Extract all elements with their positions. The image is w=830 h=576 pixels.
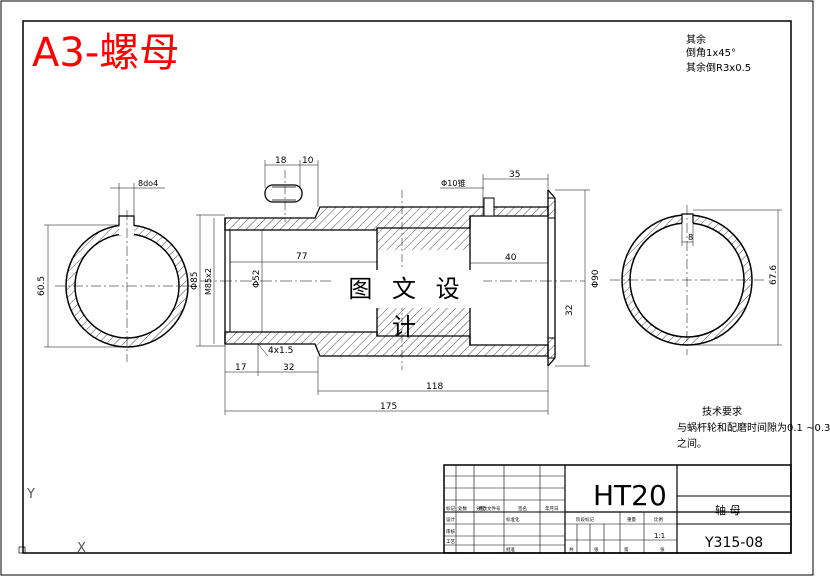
tb-label: 第 <box>624 546 629 553</box>
part-name: 轴 母 <box>715 503 741 517</box>
tb-label: 设计 <box>446 516 455 523</box>
dim-len-17: 17 <box>235 363 246 373</box>
dim-dia-52: Φ52 <box>252 269 262 288</box>
ucs-icon <box>18 546 26 554</box>
tb-label: 张 <box>660 546 665 553</box>
material: HT20 <box>593 479 667 512</box>
drawing-number: Y315-08 <box>704 535 763 551</box>
left-end-view <box>44 183 200 362</box>
main-section-view <box>196 160 590 415</box>
dim-dia-85: Φ85 <box>190 271 200 290</box>
dim-dia-90: Φ90 <box>591 269 601 288</box>
tb-label: 张 <box>594 546 599 553</box>
dim-right-depth: 67.6 <box>769 265 779 285</box>
dim-left-depth: 60.5 <box>37 276 47 296</box>
dim-len-32: 32 <box>283 363 294 373</box>
dim-groove: 4x1.5 <box>268 346 293 356</box>
drawing-title: A3-螺母 <box>32 30 180 76</box>
dim-len-32-right: 32 <box>565 305 575 316</box>
dim-thread: M85x2 <box>204 268 213 295</box>
tb-label: 标记 <box>446 505 455 512</box>
dim-slot-18: 18 <box>275 156 287 166</box>
scale: 1:1 <box>654 532 665 540</box>
dim-len-35: 35 <box>509 170 520 180</box>
tb-label: 年月日 <box>545 505 559 512</box>
right-end-view <box>610 205 782 355</box>
ucs-x-label: X <box>77 541 86 556</box>
tb-label: 分区 <box>476 505 485 512</box>
tb-label: 审核 <box>446 528 455 535</box>
tech-req-line1: 与蜗杆轮和配磨时间隙为0.1 ~0.3 <box>677 423 830 434</box>
inner-border <box>22 20 792 554</box>
dim-len-77: 77 <box>296 252 307 262</box>
title-block <box>443 464 792 554</box>
tech-req-heading: 技术要求 <box>702 407 742 418</box>
note-chamfer: 倒角1x45° <box>686 48 737 59</box>
tb-label: 阶段标记 <box>576 516 594 523</box>
tech-req-line2: 之间。 <box>677 439 707 450</box>
tb-label: 共 <box>569 546 574 553</box>
tb-label: 重量 <box>627 516 636 523</box>
tb-label: 处数 <box>458 505 467 512</box>
note-heading: 其余 <box>686 35 706 46</box>
tb-label: 批准 <box>506 546 515 553</box>
dim-len-118: 118 <box>426 382 443 392</box>
dim-dia-10: Φ10锥 <box>441 178 465 188</box>
dim-keyway-left: 8do4 <box>138 179 158 188</box>
ucs-y-label: Y <box>26 487 35 502</box>
tb-label: 更改文件号 <box>478 505 501 512</box>
tb-label: 标准化 <box>506 516 520 523</box>
dim-len-40: 40 <box>505 253 517 263</box>
dim-slot-10: 10 <box>302 156 314 166</box>
tb-label: 签名 <box>518 505 527 512</box>
watermark-text: 图 文 设 计 <box>331 270 483 341</box>
note-fillet: 其余倒R3x0.5 <box>686 63 752 74</box>
tb-label: 比例 <box>654 516 663 523</box>
dim-len-175: 175 <box>380 402 397 412</box>
dim-right-key: 8 <box>688 233 693 242</box>
tb-label: 工艺 <box>446 539 455 545</box>
